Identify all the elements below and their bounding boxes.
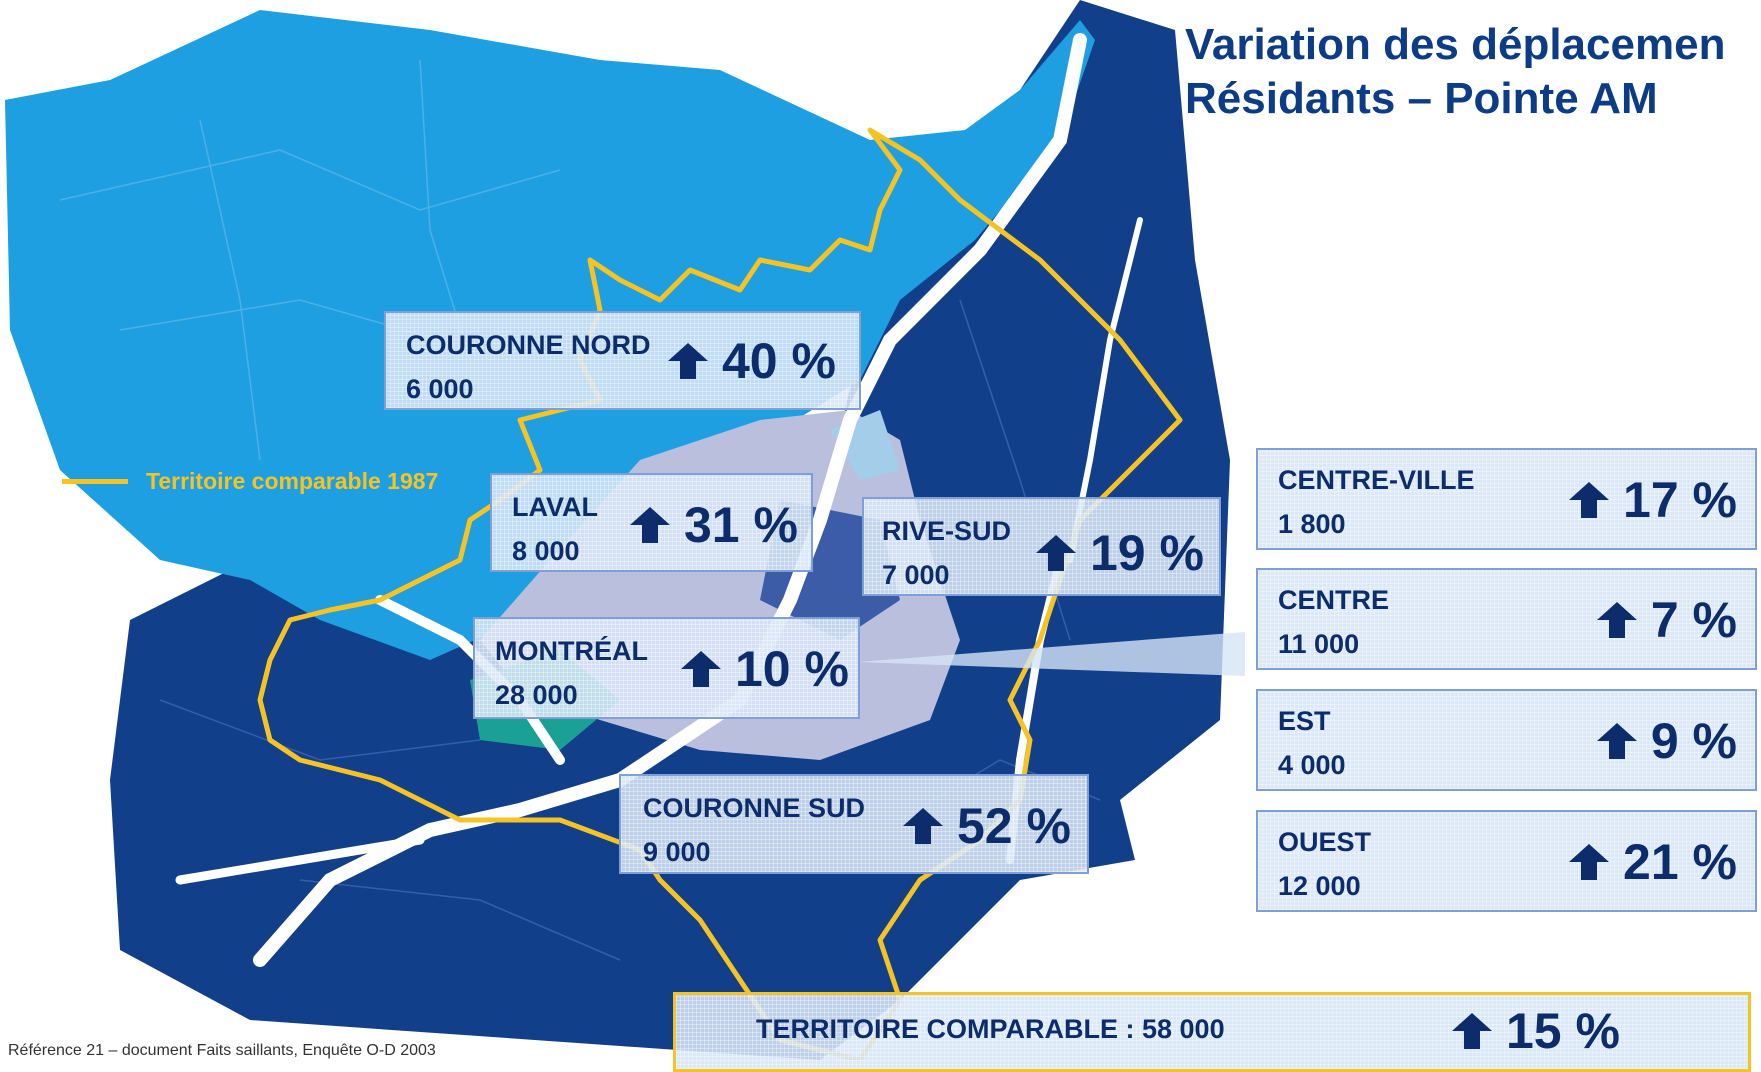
region-name: RIVE-SUD <box>882 516 1012 546</box>
breakdown-change: 17 % <box>1569 472 1737 528</box>
region-name: COURONNE NORD <box>406 330 651 360</box>
breakdown-box-centre-ville: CENTRE-VILLE 1 800 17 % <box>1256 448 1757 550</box>
region-change-value: 19 % <box>1090 525 1204 581</box>
breakdown-trips: 1 800 <box>1278 509 1346 539</box>
region-change-value: 10 % <box>735 641 849 697</box>
up-arrow-icon <box>1452 1013 1492 1049</box>
total-change: 15 % <box>1452 1003 1620 1059</box>
region-change: 10 % <box>681 641 849 697</box>
region-change-value: 31 % <box>684 497 798 553</box>
up-arrow-icon <box>630 507 670 543</box>
region-trips: 9 000 <box>643 837 711 867</box>
up-arrow-icon <box>1036 535 1076 571</box>
up-arrow-icon <box>903 808 943 844</box>
region-name: MONTRÉAL <box>495 636 648 666</box>
breakdown-change: 21 % <box>1569 834 1737 890</box>
total-change-value: 15 % <box>1506 1003 1620 1059</box>
breakdown-name: EST <box>1278 706 1331 736</box>
title-line-1: Variation des déplacemen <box>1185 20 1726 69</box>
up-arrow-icon <box>1596 602 1637 638</box>
region-box-montreal: MONTRÉAL 28 000 10 % <box>473 617 860 719</box>
breakdown-change-value: 7 % <box>1650 592 1737 648</box>
comparable-territory-boundary <box>257 127 1183 1060</box>
breakdown-change: 9 % <box>1596 713 1737 769</box>
map-title: Variation des déplacemen Résidants – Poi… <box>1185 18 1725 126</box>
region-box-laval: LAVAL 8 000 31 % <box>490 473 813 572</box>
up-arrow-icon <box>668 343 708 379</box>
region-change: 19 % <box>1036 525 1204 581</box>
breakdown-box-centre: CENTRE 11 000 7 % <box>1256 568 1757 670</box>
total-label: TERRITOIRE COMPARABLE : 58 000 <box>756 1014 1225 1044</box>
breakdown-change-value: 21 % <box>1623 834 1737 890</box>
region-box-couronne-nord: COURONNE NORD 6 000 40 % <box>384 311 861 410</box>
breakdown-trips: 12 000 <box>1278 871 1361 901</box>
breakdown-name: CENTRE <box>1278 585 1390 615</box>
region-box-couronne-sud: COURONNE SUD 9 000 52 % <box>619 774 1089 874</box>
region-trips: 28 000 <box>495 680 578 710</box>
total-box: TERRITOIRE COMPARABLE : 58 000 15 % <box>673 992 1751 1072</box>
up-arrow-icon <box>1596 723 1637 759</box>
breakdown-change: 7 % <box>1596 592 1737 648</box>
footnote: Référence 21 – document Faits saillants,… <box>8 1042 436 1059</box>
breakdown-trips: 11 000 <box>1278 629 1360 659</box>
title-line-2: Résidants – Pointe AM <box>1185 74 1658 123</box>
breakdown-box-est: EST 4 000 9 % <box>1256 689 1757 791</box>
breakdown-box-ouest: OUEST 12 000 21 % <box>1256 810 1757 912</box>
region-name: LAVAL <box>512 492 598 522</box>
region-trips: 6 000 <box>406 374 474 404</box>
region-change: 40 % <box>668 333 836 389</box>
callout-pointer <box>858 632 1245 676</box>
legend-label: Territoire comparable 1987 <box>146 467 439 494</box>
region-change-value: 52 % <box>957 798 1071 854</box>
region-trips: 8 000 <box>512 536 580 566</box>
region-change: 52 % <box>903 798 1071 854</box>
region-name: COURONNE SUD <box>643 793 866 823</box>
breakdown-change-value: 17 % <box>1623 472 1737 528</box>
region-trips: 7 000 <box>882 560 950 590</box>
breakdown-name: OUEST <box>1278 827 1372 857</box>
breakdown-change-value: 9 % <box>1650 713 1737 769</box>
legend-line-swatch <box>62 478 128 484</box>
region-change: 31 % <box>630 497 798 553</box>
up-arrow-icon <box>681 651 721 687</box>
up-arrow-icon <box>1569 844 1610 880</box>
region-box-rive-sud: RIVE-SUD 7 000 19 % <box>862 497 1221 596</box>
breakdown-name: CENTRE-VILLE <box>1278 465 1475 495</box>
region-change-value: 40 % <box>722 333 836 389</box>
breakdown-trips: 4 000 <box>1278 750 1346 780</box>
map-legend: Territoire comparable 1987 <box>62 466 438 496</box>
up-arrow-icon <box>1569 482 1610 518</box>
